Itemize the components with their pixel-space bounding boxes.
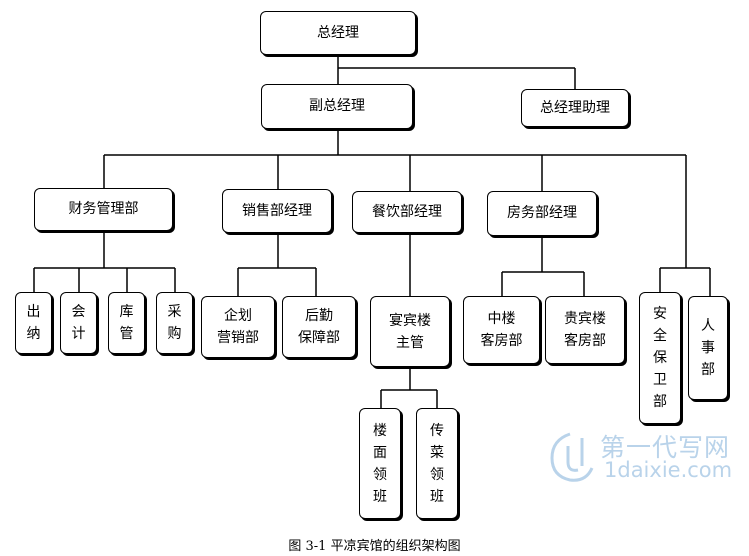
accounting-label: 会 计: [71, 304, 86, 342]
cashier-box: 出 纳: [15, 292, 52, 354]
rooms-manager-box: 房务部经理: [487, 191, 597, 236]
watermark-text: 第一代写网: [600, 433, 731, 462]
sales-manager-label: 销售部经理: [242, 202, 312, 219]
planning-marketing-box: 企划 营销部: [201, 296, 275, 358]
sales-manager-box: 销售部经理: [222, 189, 332, 233]
security-dept-box: 安 全 保 卫 部: [639, 292, 681, 424]
banquet-supervisor-label: 宴宾楼 主管: [389, 312, 431, 351]
banquet-supervisor-box: 宴宾楼 主管: [370, 296, 450, 367]
catering-manager-label: 餐饮部经理: [372, 203, 442, 220]
general-manager-box: 总经理: [260, 11, 416, 55]
planning-marketing-label: 企划 营销部: [217, 308, 259, 346]
finance-dept-label: 财务管理部: [68, 201, 139, 218]
logistics-box: 后勤 保障部: [282, 296, 356, 358]
finance-dept-box: 财务管理部: [34, 188, 173, 231]
middle-building-label: 中楼 客房部: [480, 311, 523, 349]
serving-lead-label: 传 菜 领 班: [430, 422, 444, 505]
watermark-logo-icon: [550, 432, 594, 482]
warehouse-label: 库 管: [119, 304, 134, 342]
vice-general-manager-label: 副总经理: [309, 98, 365, 115]
hr-dept-box: 人 事 部: [688, 296, 728, 400]
accounting-box: 会 计: [60, 292, 97, 354]
middle-building-box: 中楼 客房部: [463, 296, 540, 364]
vip-building-label: 贵宾楼 客房部: [564, 311, 606, 349]
hr-dept-label: 人 事 部: [701, 318, 715, 378]
security-dept-label: 安 全 保 卫 部: [653, 306, 667, 410]
cashier-label: 出 纳: [26, 304, 41, 342]
serving-lead-box: 传 菜 领 班: [416, 408, 458, 519]
rooms-manager-label: 房务部经理: [507, 205, 577, 222]
catering-manager-box: 餐饮部经理: [352, 191, 462, 233]
watermark-url: 1daixie.com: [604, 458, 733, 482]
purchasing-label: 采 购: [167, 304, 182, 342]
floor-lead-label: 楼 面 领 班: [373, 422, 387, 505]
gm-assistant-box: 总经理助理: [521, 89, 629, 127]
vice-general-manager-box: 副总经理: [261, 84, 413, 129]
logistics-label: 后勤 保障部: [298, 308, 340, 346]
purchasing-box: 采 购: [156, 292, 193, 354]
warehouse-box: 库 管: [108, 292, 145, 354]
figure-caption: 图 3-1 平凉宾馆的组织架构图: [288, 539, 461, 554]
floor-lead-box: 楼 面 领 班: [359, 408, 401, 519]
vip-building-box: 贵宾楼 客房部: [545, 296, 625, 364]
general-manager-label: 总经理: [317, 24, 359, 41]
gm-assistant-label: 总经理助理: [540, 99, 610, 116]
